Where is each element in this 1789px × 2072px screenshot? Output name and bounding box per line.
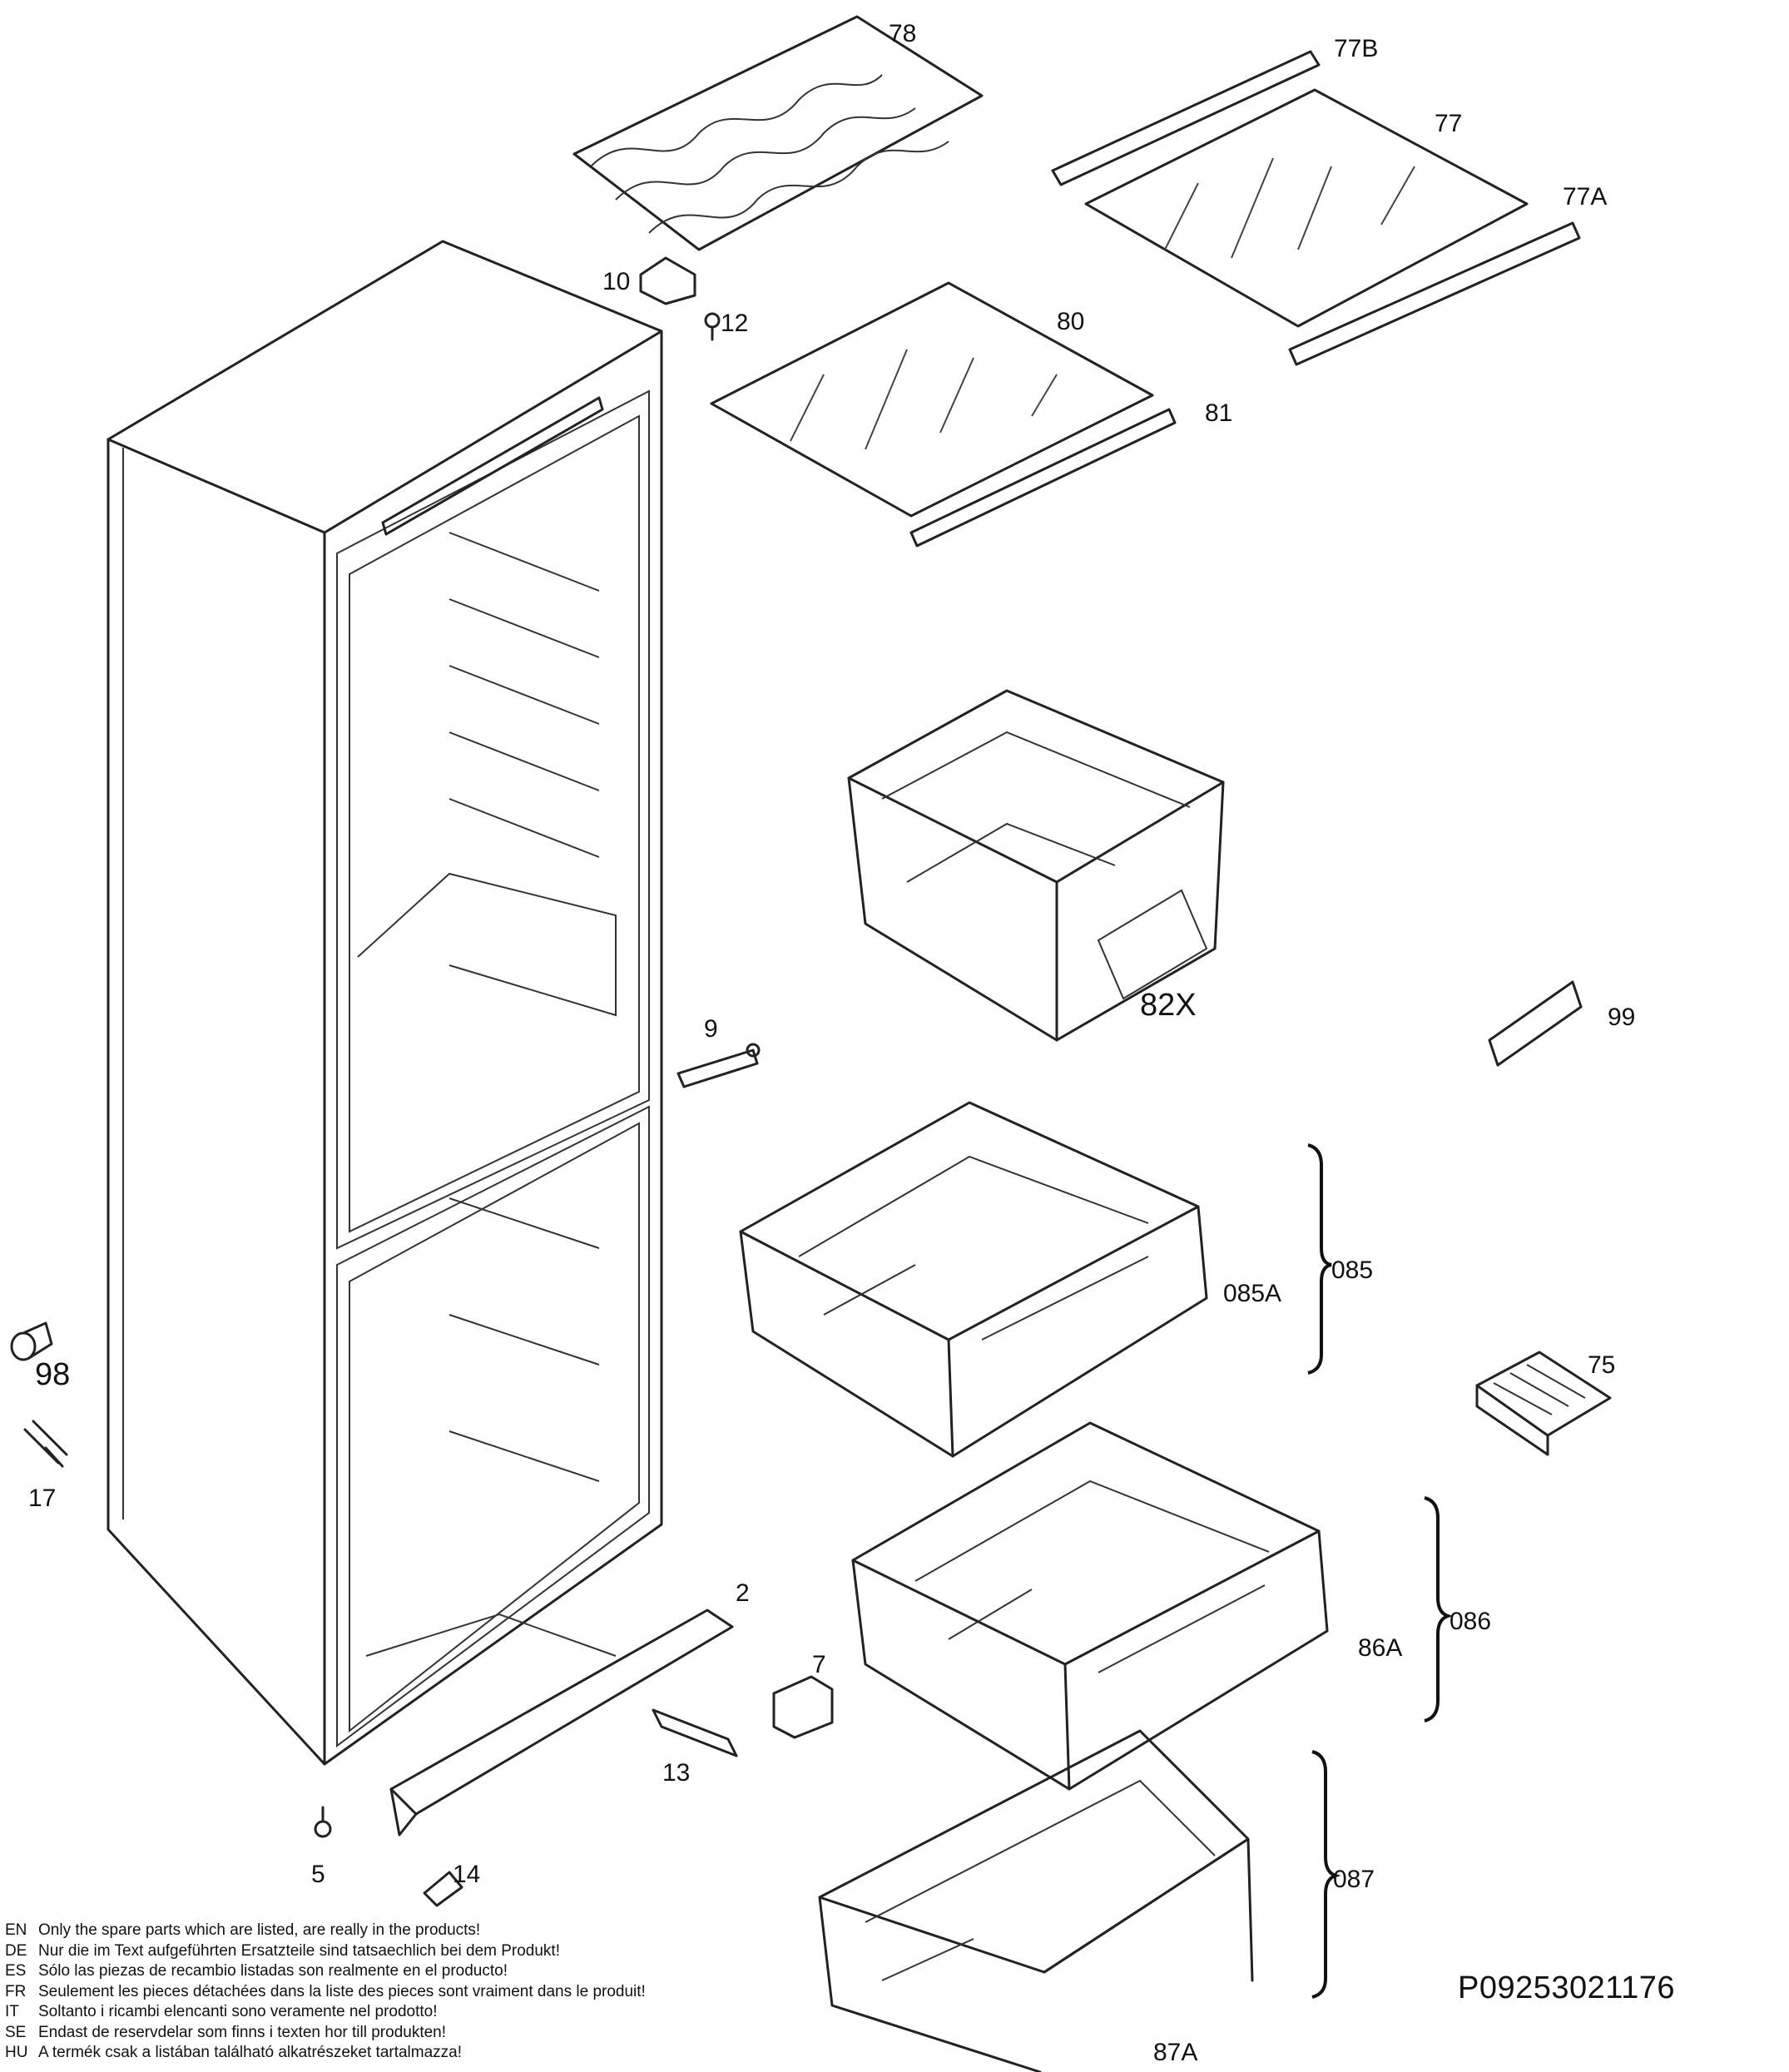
brace-087	[1311, 1750, 1341, 1999]
language-code: DE	[5, 1941, 27, 1960]
label-part-17: 17	[28, 1485, 56, 1512]
document-id: P09253021176	[1458, 1970, 1675, 2005]
label-part-87A: 87A	[1153, 2039, 1197, 2066]
label-part-13: 13	[662, 1759, 690, 1787]
part-hinge-bracket-10	[639, 256, 696, 305]
label-part-82X: 82X	[1140, 988, 1197, 1023]
notice-line: IT Soltanto i ricambi elencanti sono vera…	[5, 2002, 837, 2023]
part-glass-shelf-80	[710, 281, 1154, 518]
label-part-2: 2	[736, 1579, 750, 1607]
language-code: ES	[5, 1962, 27, 1980]
label-part-86A: 86A	[1358, 1634, 1402, 1662]
label-part-81: 81	[1205, 399, 1232, 427]
label-part-98: 98	[35, 1357, 70, 1392]
notice-line: FR Seulement les pieces détachées dans la…	[5, 1982, 837, 2003]
label-part-12: 12	[721, 310, 748, 337]
label-part-086: 086	[1450, 1608, 1491, 1635]
part-17	[23, 1420, 68, 1468]
language-code: HU	[5, 2044, 28, 2061]
label-part-085: 085	[1331, 1257, 1373, 1284]
part-drawer-085A	[739, 1101, 1208, 1458]
label-part-99: 99	[1608, 1004, 1635, 1031]
part-shelf-trim-81	[909, 408, 1177, 548]
notice-text: Soltanto i ricambi elencanti sono verame…	[38, 2003, 438, 2020]
language-code: SE	[5, 2023, 27, 2041]
language-code: FR	[5, 1982, 27, 2000]
part-crisper-82X	[847, 689, 1225, 1042]
label-part-77B: 77B	[1334, 35, 1378, 62]
part-99	[1488, 980, 1583, 1067]
brace-085	[1307, 1143, 1332, 1375]
part-98	[10, 1321, 53, 1361]
notice-text: Endast de reservdelar som finns i texten…	[38, 2023, 447, 2041]
language-code: EN	[5, 1921, 27, 1939]
part-drawer-86A	[851, 1421, 1329, 1791]
part-13	[652, 1708, 738, 1757]
part-hinge-9	[676, 1043, 761, 1088]
label-part-77: 77	[1435, 110, 1462, 137]
label-part-087: 087	[1333, 1866, 1375, 1893]
language-code: IT	[5, 2003, 19, 2020]
label-part-75: 75	[1588, 1351, 1615, 1379]
label-part-085A: 085A	[1223, 1280, 1281, 1307]
notice-line: DE Nur die im Text aufgeführten Ersatztei…	[5, 1941, 837, 1962]
part-ice-tray-75	[1475, 1351, 1612, 1456]
cabinet-body	[107, 240, 663, 1766]
part-foot-5	[314, 1806, 332, 1838]
part-14	[423, 1871, 463, 1907]
notice-line: HU A termék csak a listában található alk…	[5, 2043, 837, 2064]
notice-text: Only the spare parts which are listed, a…	[38, 1921, 481, 1939]
label-part-10: 10	[602, 268, 630, 295]
part-drawer-87A	[818, 1729, 1254, 2072]
part-screw-12	[704, 312, 721, 341]
notice-line: ES Sólo las piezas de recambio listadas s…	[5, 1961, 837, 1982]
label-part-78: 78	[889, 20, 916, 47]
label-part-7: 7	[812, 1651, 826, 1678]
spare-parts-notice: EN Only the spare parts which are listed,…	[5, 1921, 837, 2064]
label-part-14: 14	[453, 1861, 480, 1888]
notice-line: EN Only the spare parts which are listed,…	[5, 1921, 837, 1941]
part-wine-rack	[572, 15, 984, 251]
notice-text: Sólo las piezas de recambio listadas son…	[38, 1962, 508, 1980]
part-plinth-2	[389, 1609, 734, 1837]
notice-text: Seulement les pieces détachées dans la l…	[38, 1982, 646, 2000]
notice-line: SE Endast de reservdelar som finns i text…	[5, 2023, 837, 2044]
part-hinge-7	[772, 1675, 834, 1739]
label-part-5: 5	[311, 1861, 325, 1888]
label-part-77A: 77A	[1563, 183, 1607, 211]
notice-text: Nur die im Text aufgeführten Ersatzteile…	[38, 1941, 560, 1960]
label-part-80: 80	[1057, 308, 1084, 335]
brace-086	[1424, 1496, 1454, 1723]
label-part-9: 9	[704, 1015, 718, 1043]
part-glass-shelf-77	[1051, 50, 1581, 366]
notice-text: A termék csak a listában található alkat…	[38, 2044, 463, 2061]
